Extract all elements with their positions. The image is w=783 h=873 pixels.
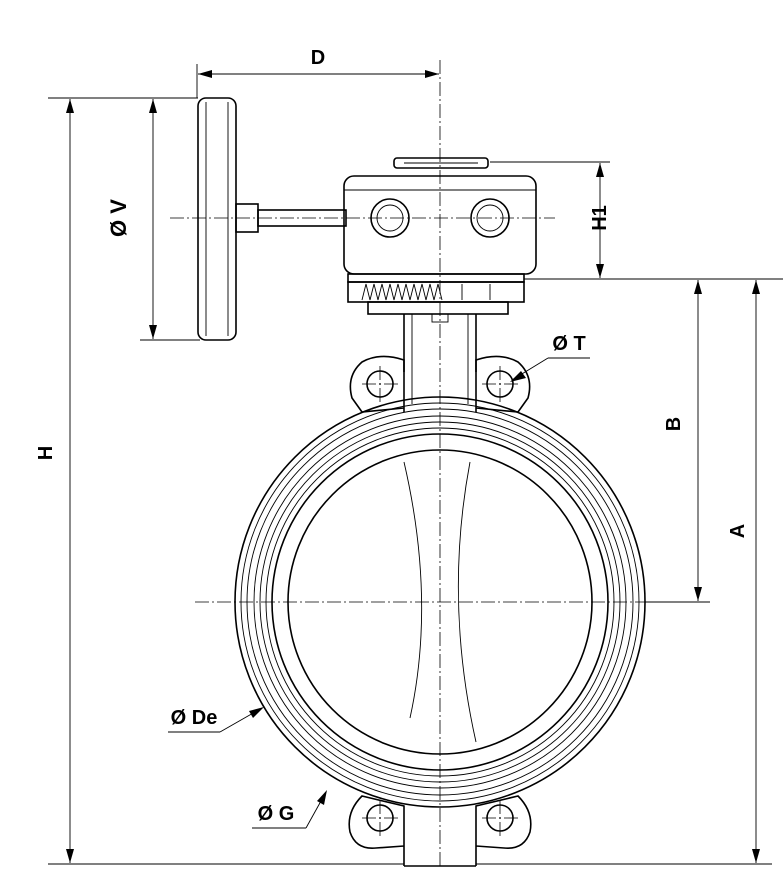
valve-disc [403, 461, 477, 743]
dimension-H1 [490, 161, 783, 280]
centerlines [170, 60, 700, 868]
label-D: D [311, 47, 325, 69]
label-V: Ø V [106, 199, 131, 237]
gearbox [343, 157, 537, 315]
label-G: Ø G [258, 803, 295, 825]
label-T: Ø T [552, 333, 585, 355]
leader-G [252, 790, 327, 829]
top-lugs [349, 355, 531, 413]
label-B: B [663, 417, 685, 431]
dimension-B [645, 280, 710, 603]
label-H: H [35, 446, 57, 460]
dimension-H [48, 97, 404, 865]
handwheel [197, 97, 347, 341]
label-A: A [727, 524, 749, 538]
bottom-lugs [348, 795, 532, 867]
dimension-V [140, 99, 200, 341]
dimension-A [476, 280, 772, 865]
leader-De [168, 707, 264, 733]
label-De: Ø De [171, 707, 218, 729]
dimension-D [196, 64, 439, 98]
leader-T [510, 357, 590, 382]
label-H1: H1 [589, 205, 611, 231]
